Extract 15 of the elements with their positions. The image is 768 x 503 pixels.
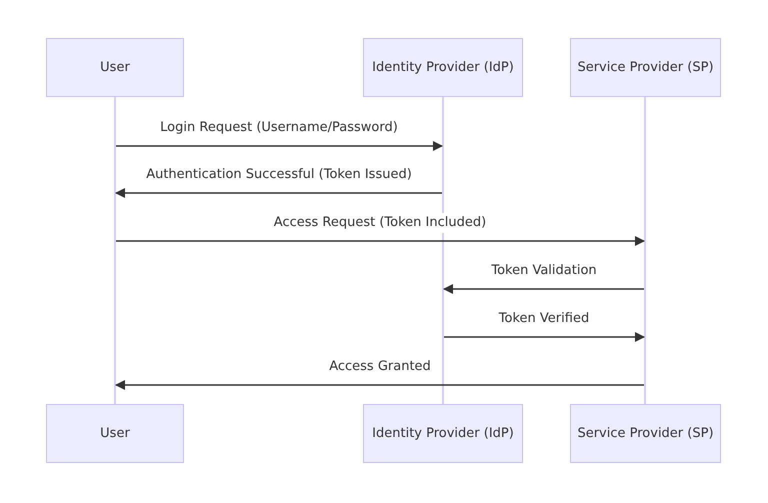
lifeline: [442, 97, 444, 404]
message-arrow: [116, 236, 645, 246]
participant-box: User: [46, 404, 184, 463]
participant-box: Identity Provider (IdP): [363, 404, 523, 463]
message-arrow: [444, 332, 645, 342]
message-arrow: [443, 284, 644, 294]
participant-box: Identity Provider (IdP): [363, 38, 523, 97]
lifeline: [114, 97, 116, 404]
participant-box: User: [46, 38, 184, 97]
lifeline: [644, 97, 646, 404]
participant-box: Service Provider (SP): [570, 404, 721, 463]
message-arrow: [116, 141, 443, 151]
participant-box: Service Provider (SP): [570, 38, 721, 97]
message-arrow: [115, 188, 442, 198]
message-arrow: [115, 380, 644, 390]
